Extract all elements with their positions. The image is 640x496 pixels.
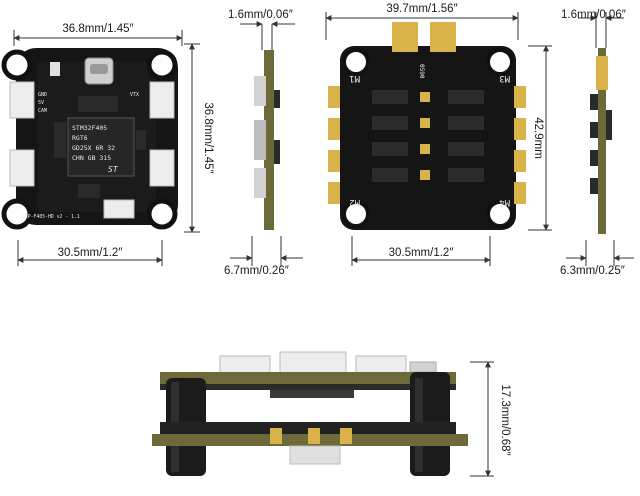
esc-side-view: 1.6mm/0.06″ 6.3mm/0.25″ — [560, 9, 634, 277]
esc-label-m3: M3 — [499, 73, 510, 83]
esc-motor-pads — [328, 86, 526, 204]
esc-label-m2: M2 — [349, 197, 360, 207]
esc-power-pad-2 — [430, 22, 456, 52]
esc-power-pad-1 — [392, 22, 418, 52]
esc-top-view: 39.7mm/1.56″ — [325, 3, 552, 266]
mcu-line-2: RGT6 — [72, 134, 88, 142]
silk-vtx: VTX — [130, 92, 139, 98]
fc-mounting-holes — [1, 49, 178, 230]
fc-side-connectors — [9, 81, 175, 219]
stack-bottom-connector — [289, 445, 341, 465]
silk-5v: 5V — [38, 100, 44, 106]
fc-thickness-label: 1.6mm/0.06″ — [228, 9, 293, 21]
esc-width-label: 39.7mm/1.56″ — [386, 3, 457, 15]
silk-cam: CAM — [38, 108, 47, 114]
st-logo: ST — [108, 165, 119, 174]
flight-controller-side-view: 1.6mm/0.06″ 6.7mm/0.26″ — [224, 9, 303, 277]
mcu-chip — [67, 117, 135, 177]
fc-model-label: GEP-F405-HD v2 - 1.1 — [22, 214, 80, 220]
esc-side-board — [598, 48, 606, 234]
esc-pcb — [340, 46, 516, 230]
esc-height-label: 42.9mm — [532, 117, 544, 159]
esc-thickness-label: 1.6mm/0.06″ — [561, 9, 626, 21]
esc-mosfets — [372, 90, 484, 182]
esc-label-m1: M1 — [349, 73, 360, 83]
fc-side-board — [264, 50, 274, 230]
fc-mount-label: 30.5mm/1.2″ — [58, 247, 123, 259]
fc-width-label: 36.8mm/1.45″ — [62, 23, 133, 35]
fc-height-label: 36.8mm/1.45″ — [202, 102, 214, 173]
esc-label-m4: M4 — [499, 197, 510, 207]
esc-mount-label: 30.5mm/1.2″ — [389, 247, 454, 259]
esc-sticker-label: 0590 — [418, 64, 425, 79]
mcu-line-3: GD25X 6R 32 — [72, 144, 115, 152]
esc-side-height-label: 6.3mm/0.25″ — [560, 265, 625, 277]
stack-height-label: 17.3mm/0.68″ — [499, 384, 511, 455]
flight-controller-top-view: 36.8mm/1.45″ GND 5V CAM VTX — [1, 23, 214, 266]
fc-side-height-label: 6.7mm/0.26″ — [224, 265, 289, 277]
stack-top-connectors — [219, 351, 437, 375]
boot-button — [50, 62, 60, 76]
stack-front-view: 17.3mm/0.68″ — [152, 351, 511, 477]
stack-fc-board — [160, 372, 456, 384]
esc-mounting-holes — [342, 48, 514, 228]
mcu-line-1: STM32F405 — [72, 124, 107, 132]
mcu-line-4: CHN GB 315 — [72, 154, 111, 162]
silk-gnd: GND — [38, 92, 47, 98]
